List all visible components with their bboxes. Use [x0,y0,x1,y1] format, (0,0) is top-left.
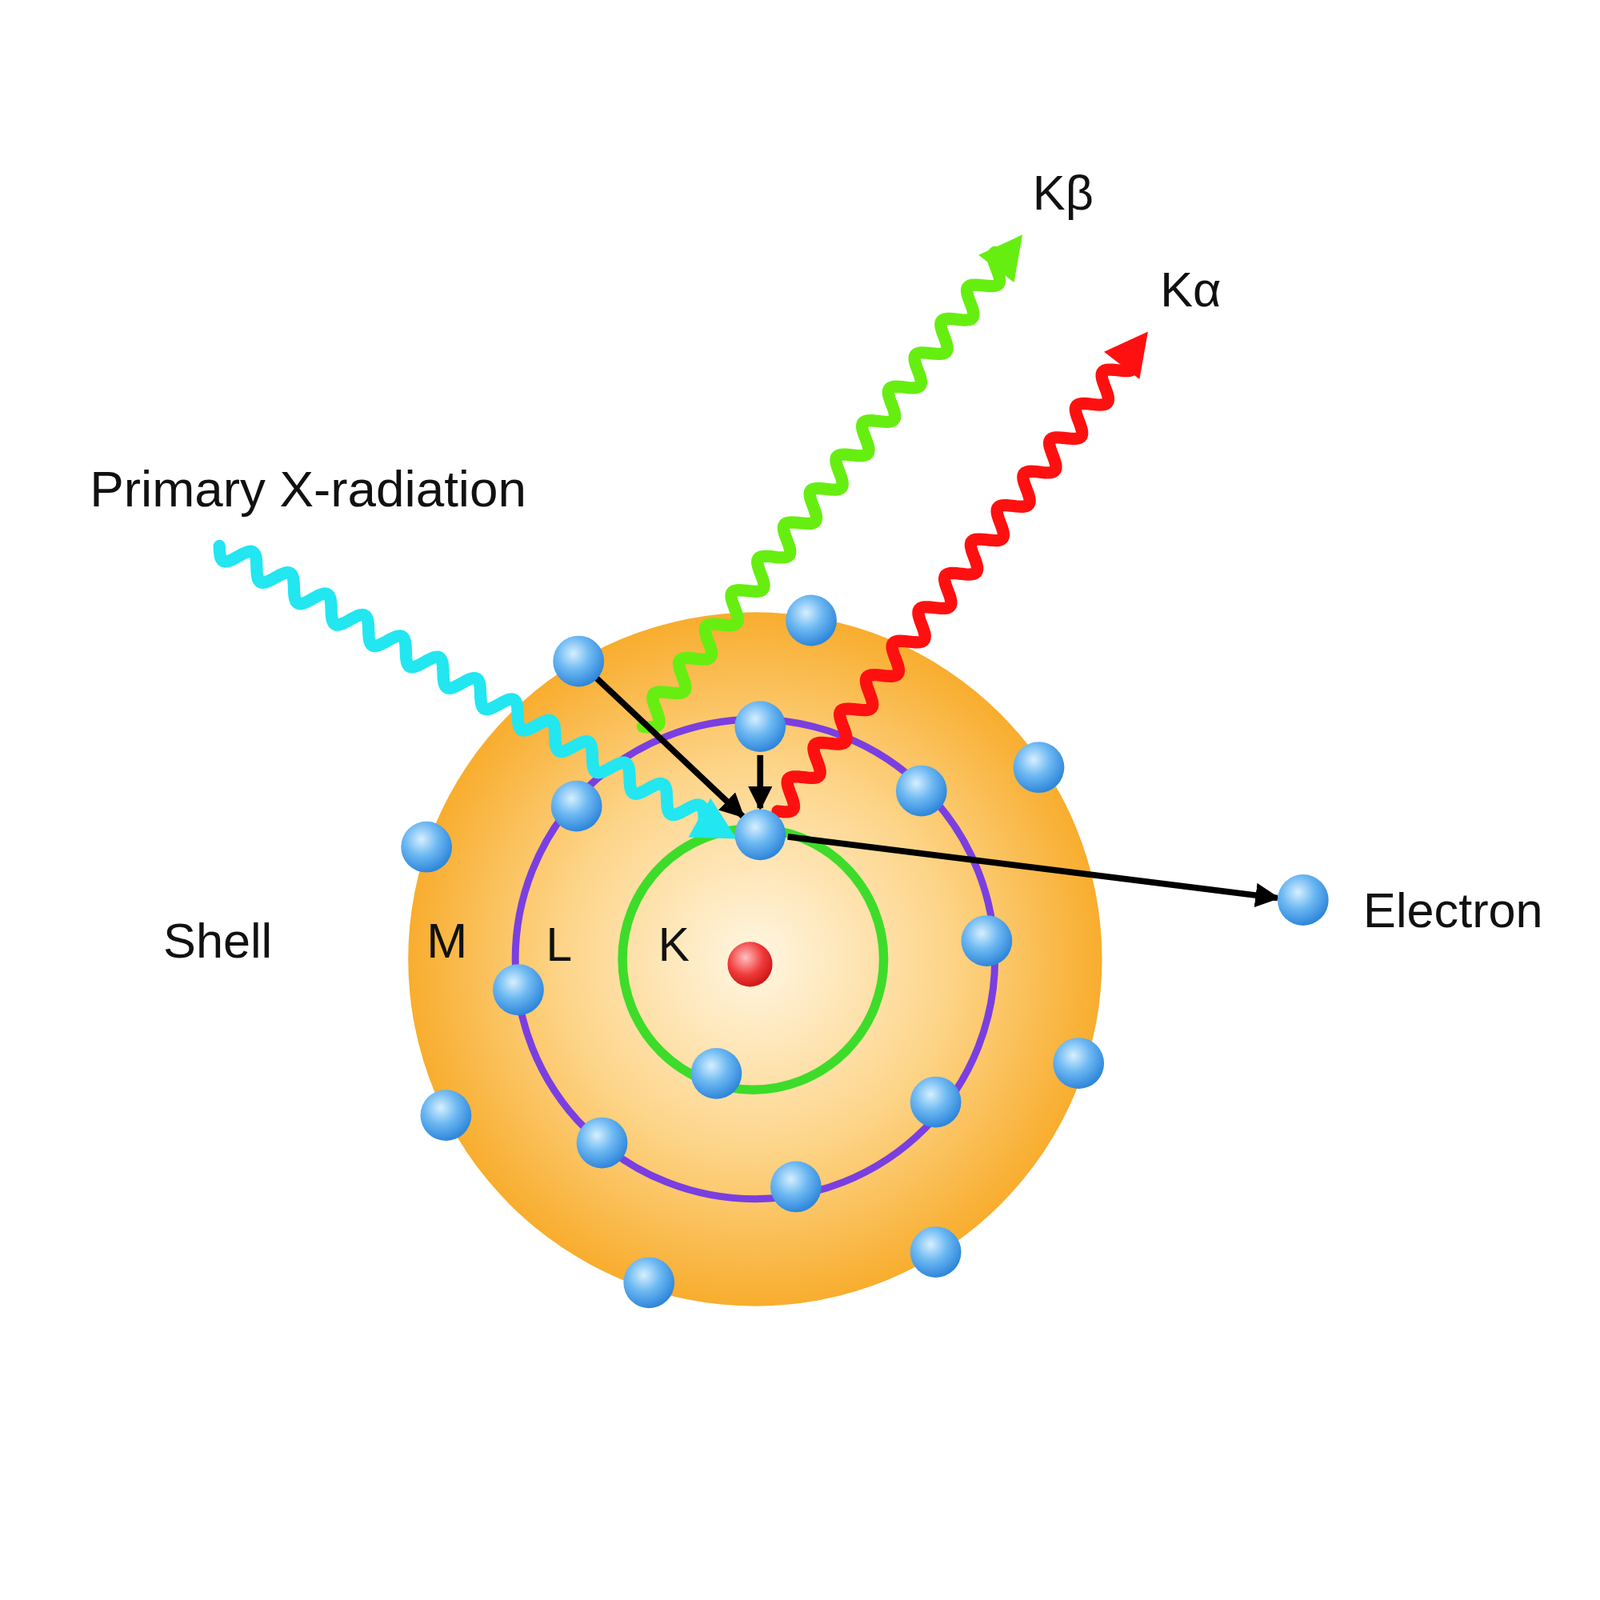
electron-dot [1052,1037,1104,1089]
electron-transition-arrow [756,755,764,808]
electron-dot [576,1117,628,1169]
k-alpha-wave-head [1104,332,1148,380]
shell-label: K [658,921,690,969]
electron-dot [1277,874,1329,926]
electron-label: Electron [1363,886,1544,936]
electron-dot [896,765,948,817]
electron-dot [961,915,1013,967]
electron-dot [910,1076,962,1128]
electron-dot [492,964,544,1016]
electron-dot [734,700,786,752]
line-label: Kβ [1032,168,1094,218]
electron-dot [734,808,786,860]
shell-label: Shell [163,916,272,966]
electron-dot [623,1256,675,1308]
wave-label: Primary X-radiation [89,464,527,516]
k-beta-wave-head [978,234,1023,283]
electron-dot [770,1161,822,1213]
k-shell [622,828,884,1091]
shell-label: M [426,916,468,966]
line-label: Kα [1160,265,1221,315]
electron-dot [420,1089,472,1141]
electron-dot [691,1048,743,1100]
electron-transition-arrow [788,836,1278,899]
l-shell [515,719,995,1199]
electron-dot [1013,741,1065,793]
nucleus [727,941,772,987]
electron-transition-arrow [595,676,744,817]
electron-dot [552,636,604,688]
k-alpha-wave [777,360,1135,812]
primary-xray-wave [219,545,705,831]
electron-dot [785,595,837,647]
shell-label: L [545,921,572,969]
electron-dot [551,780,603,832]
electron-dot [400,821,452,873]
electron-dot [910,1226,962,1278]
k-beta-wave [643,252,1000,727]
